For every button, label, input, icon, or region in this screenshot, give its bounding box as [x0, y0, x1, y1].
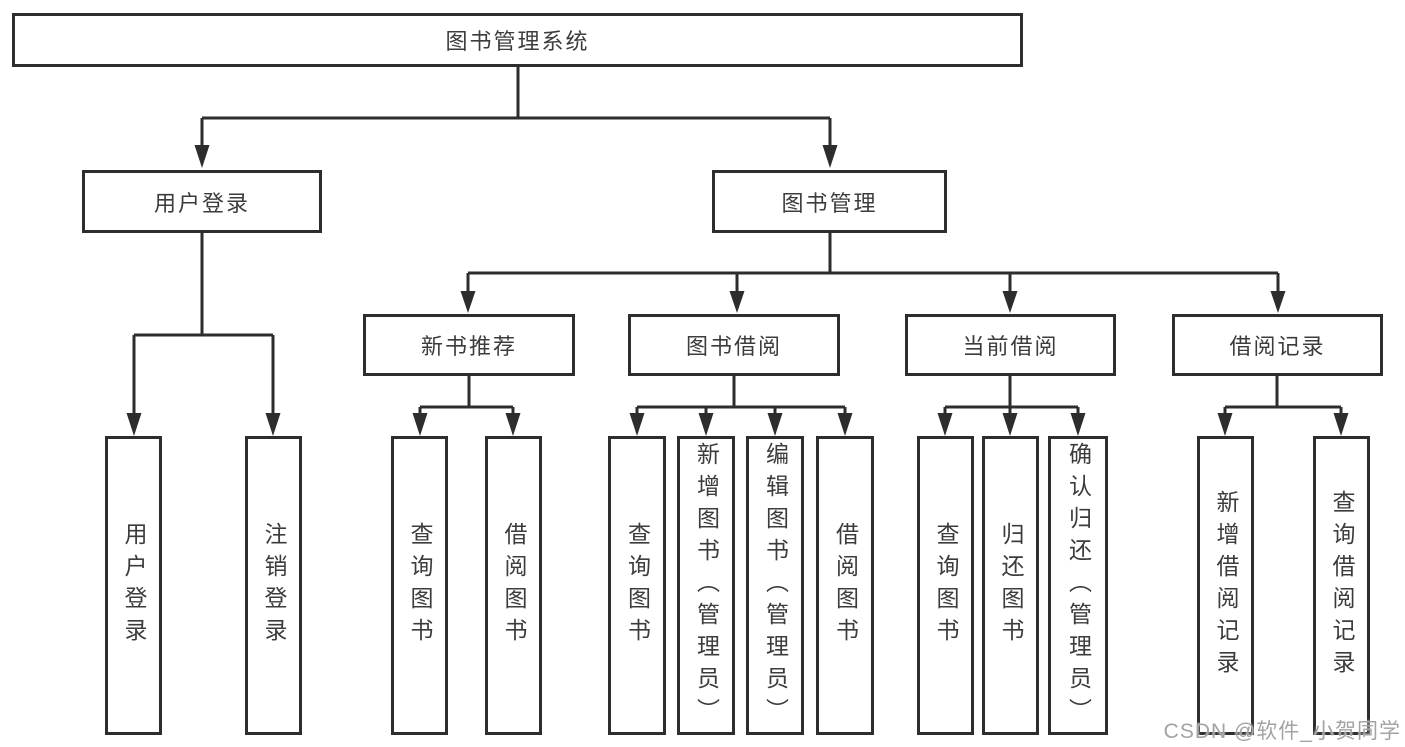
node-label: 用户登录 [121, 521, 147, 650]
leaf-return-books: 归还图书 [982, 436, 1039, 735]
node-label: 归还图书 [998, 521, 1024, 650]
connector-recommend-to-leaves [418, 376, 515, 416]
arrowhead-leaf-query-books-2 [629, 413, 645, 436]
leaf-query-borrow-record: 查询借阅记录 [1313, 436, 1370, 735]
node-label: 图书借阅 [685, 334, 782, 359]
arrowhead-leaf-confirm-return [1070, 413, 1086, 436]
connector-root-to-level2 [200, 67, 832, 147]
node-label: 借阅记录 [1229, 334, 1326, 359]
node-label: 当前借阅 [962, 334, 1059, 359]
arrowhead-user-login [194, 145, 210, 168]
connector-borrowing-to-leaves [635, 376, 847, 416]
arrowhead-leaf-logout [265, 413, 281, 436]
watermark: CSDN @软件_小贺同学 [1163, 720, 1401, 743]
node-label: 新增图书（管理员） [693, 441, 720, 730]
node-label: 注销登录 [261, 521, 287, 650]
node-label: 确认归还（管理员） [1065, 441, 1092, 730]
arrowhead-leaf-borrow-books-2 [837, 413, 853, 436]
arrowhead-borrowing-records [1270, 291, 1286, 313]
connector-current-to-leaves [943, 376, 1080, 416]
node-label: 图书管理系统 [445, 29, 590, 54]
node-label: 新书推荐 [420, 334, 517, 359]
leaf-user-login: 用户登录 [105, 436, 162, 735]
arrowhead-book-borrowing [729, 291, 745, 313]
arrowhead-leaf-query-record [1333, 413, 1349, 436]
node-current-borrowing: 当前借阅 [905, 314, 1116, 376]
leaf-borrow-books-2: 借阅图书 [816, 436, 874, 735]
arrowhead-leaf-add-record [1217, 413, 1233, 436]
leaf-query-books-2: 查询图书 [608, 436, 666, 735]
node-label: 借阅图书 [832, 521, 859, 650]
node-label: 用户登录 [153, 190, 250, 216]
node-root: 图书管理系统 [12, 13, 1023, 67]
node-book-management: 图书管理 [712, 170, 947, 233]
arrowhead-leaf-return-books [1002, 413, 1018, 436]
leaf-confirm-return-admin: 确认归还（管理员） [1048, 436, 1108, 735]
connector-user-login-to-leaves [132, 233, 275, 416]
node-label: 查询图书 [933, 521, 959, 650]
arrowhead-current-borrowing [1002, 291, 1018, 313]
node-label: 借阅图书 [501, 521, 527, 650]
leaf-query-books-3: 查询图书 [917, 436, 974, 735]
arrowhead-book-management [822, 145, 838, 168]
arrowhead-leaf-edit-books [767, 413, 783, 436]
node-label: 查询借阅记录 [1329, 489, 1355, 682]
node-label: 新增借阅记录 [1213, 489, 1239, 682]
connector-management-to-level3 [466, 233, 1280, 293]
leaf-query-books-1: 查询图书 [391, 436, 448, 735]
arrowhead-leaf-user-login [126, 413, 142, 436]
node-book-borrowing: 图书借阅 [628, 314, 840, 376]
leaf-add-books-admin: 新增图书（管理员） [677, 436, 735, 735]
leaf-borrow-books-1: 借阅图书 [485, 436, 542, 735]
arrowhead-leaf-query-books-1 [412, 413, 428, 436]
node-borrowing-records: 借阅记录 [1172, 314, 1383, 376]
node-new-book-recommend: 新书推荐 [363, 314, 575, 376]
connector-records-to-leaves [1223, 376, 1343, 416]
node-user-login: 用户登录 [82, 170, 322, 233]
node-label: 查询图书 [624, 521, 651, 650]
arrowhead-new-book-recommend [460, 291, 476, 313]
node-label: 编辑图书（管理员） [762, 441, 789, 730]
arrowhead-leaf-add-books [698, 413, 714, 436]
arrowhead-leaf-borrow-books-1 [505, 413, 521, 436]
leaf-logout: 注销登录 [245, 436, 302, 735]
leaf-add-borrow-record: 新增借阅记录 [1197, 436, 1254, 735]
arrowhead-leaf-query-books-3 [937, 413, 953, 436]
leaf-edit-books-admin: 编辑图书（管理员） [746, 436, 804, 735]
node-label: 图书管理 [781, 190, 878, 216]
node-label: 查询图书 [407, 521, 433, 650]
